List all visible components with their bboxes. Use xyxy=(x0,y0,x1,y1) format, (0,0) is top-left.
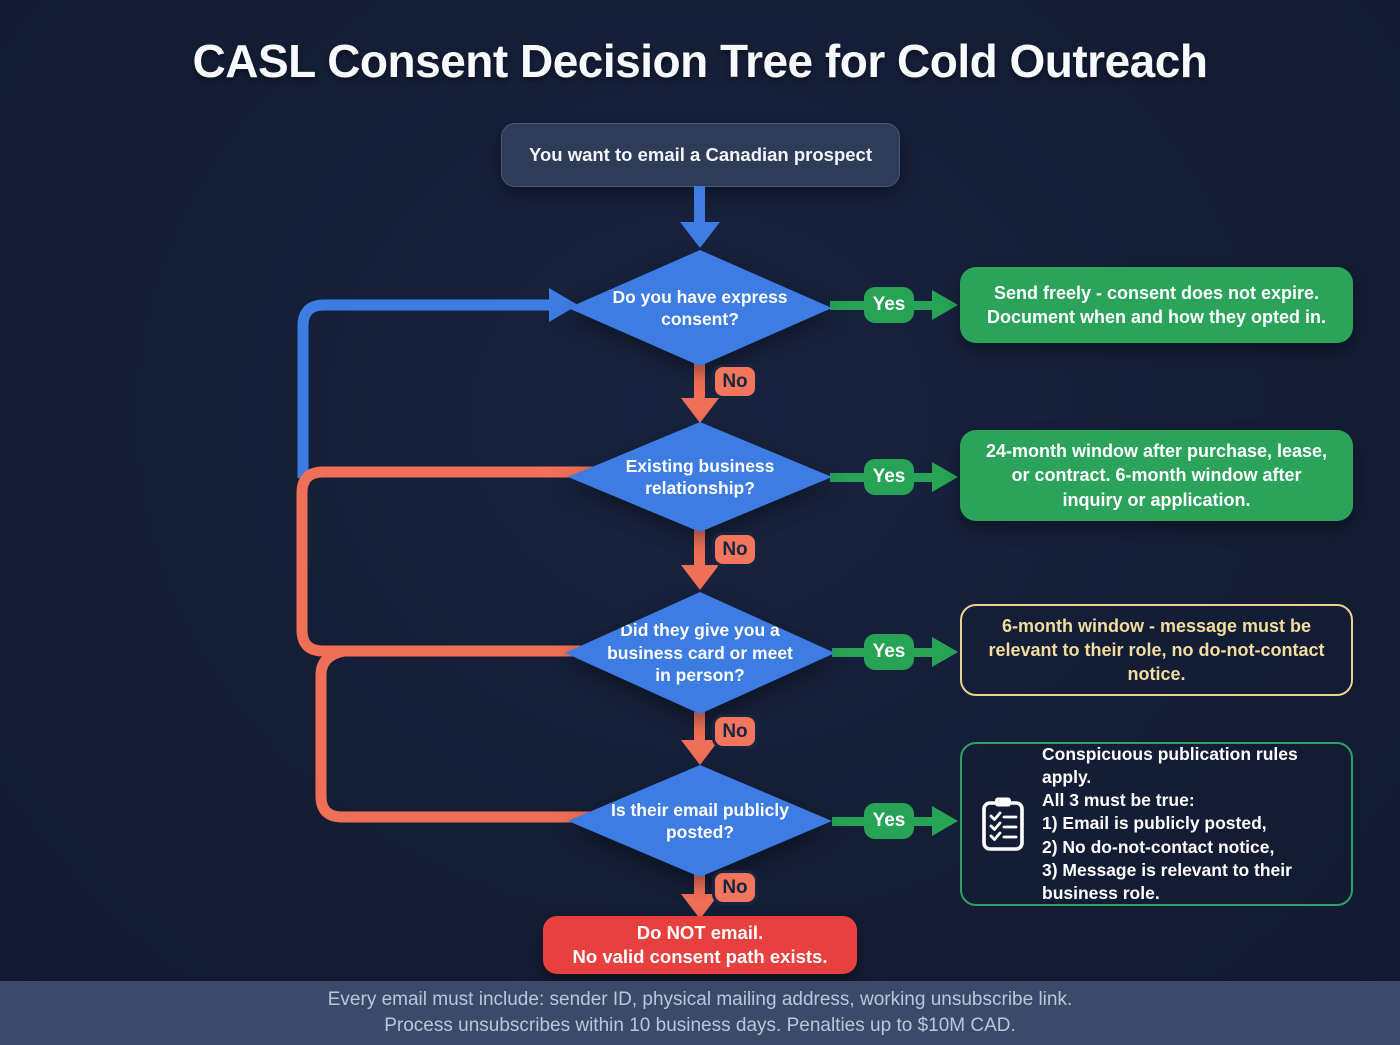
decision-question: Existing business relationship? xyxy=(625,455,775,498)
start-node-label: You want to email a Canadian prospect xyxy=(529,144,872,165)
no-badge-label: No xyxy=(722,876,748,898)
yes-badge-4: Yes xyxy=(864,803,914,839)
no-badge-4: No xyxy=(712,870,758,905)
outcome-express-consent: Send freely - consent does not expire. D… xyxy=(960,267,1353,343)
footer-line-2: Process unsubscribes within 10 business … xyxy=(384,1015,1016,1036)
outcome-text: 24-month window after purchase, lease, o… xyxy=(985,441,1328,510)
footer-line-1: Every email must include: sender ID, phy… xyxy=(327,989,1073,1011)
no-arrowhead-1 xyxy=(681,398,719,423)
no-badge-label: No xyxy=(722,370,748,392)
outcome-business-relationship: 24-month window after purchase, lease, o… xyxy=(960,430,1353,521)
decision-question: Do you have express consent? xyxy=(612,286,788,329)
outcome-business-card: 6-month window - message must be relevan… xyxy=(960,604,1353,696)
decision-publicly-posted: Is their email publicly posted? xyxy=(568,765,832,877)
outcome-text: Send freely - consent does not expire. D… xyxy=(986,282,1326,327)
no-badge-2: No xyxy=(712,532,758,567)
yes-badge-label: Yes xyxy=(872,641,906,662)
yes-badge-3: Yes xyxy=(864,634,914,670)
yes-arrowhead-4 xyxy=(932,806,958,836)
no-arrowhead-2 xyxy=(681,565,719,590)
outcome-text: Conspicuous publication rules apply. All… xyxy=(1042,744,1298,903)
yes-arrowhead-1 xyxy=(932,290,958,320)
no-badge-3: No xyxy=(712,714,758,749)
decision-express-consent: Do you have express consent? xyxy=(568,250,832,366)
yes-badge-1: Yes xyxy=(864,287,914,323)
no-line-2 xyxy=(694,530,705,567)
no-line-1 xyxy=(694,362,705,400)
outcome-conspicuous-publication: Conspicuous publication rules apply. All… xyxy=(960,742,1353,906)
outcome-text: 6-month window - message must be relevan… xyxy=(988,615,1325,685)
no-badge-1: No xyxy=(712,364,758,399)
decision-question: Is their email publicly posted? xyxy=(611,799,789,842)
decision-business-card: Did they give you a business card or mee… xyxy=(565,592,835,714)
no-badge-label: No xyxy=(722,720,748,742)
terminal-do-not-email: Do NOT email. No valid consent path exis… xyxy=(543,916,857,974)
start-node: You want to email a Canadian prospect xyxy=(501,123,900,187)
decision-question: Did they give you a business card or mee… xyxy=(607,620,793,686)
no-arrowhead-3 xyxy=(681,740,719,765)
footer-compliance-note: Every email must include: sender ID, phy… xyxy=(0,981,1400,1045)
arrow-start-to-d1 xyxy=(694,186,705,224)
yes-arrowhead-2 xyxy=(932,462,958,492)
page-title: CASL Consent Decision Tree for Cold Outr… xyxy=(192,35,1208,87)
clipboard-checklist-icon xyxy=(980,795,1026,853)
yes-arrowhead-3 xyxy=(932,637,958,667)
no-line-3 xyxy=(694,712,705,742)
decision-existing-relationship: Existing business relationship? xyxy=(568,422,832,532)
yes-badge-2: Yes xyxy=(864,459,914,495)
no-badge-label: No xyxy=(722,538,748,560)
no-line-4 xyxy=(694,874,705,896)
arrowhead-start-to-d1 xyxy=(680,222,720,248)
yes-badge-label: Yes xyxy=(872,294,906,315)
yes-badge-label: Yes xyxy=(872,810,906,831)
yes-badge-label: Yes xyxy=(872,466,906,487)
terminal-text: Do NOT email. No valid consent path exis… xyxy=(572,921,828,967)
